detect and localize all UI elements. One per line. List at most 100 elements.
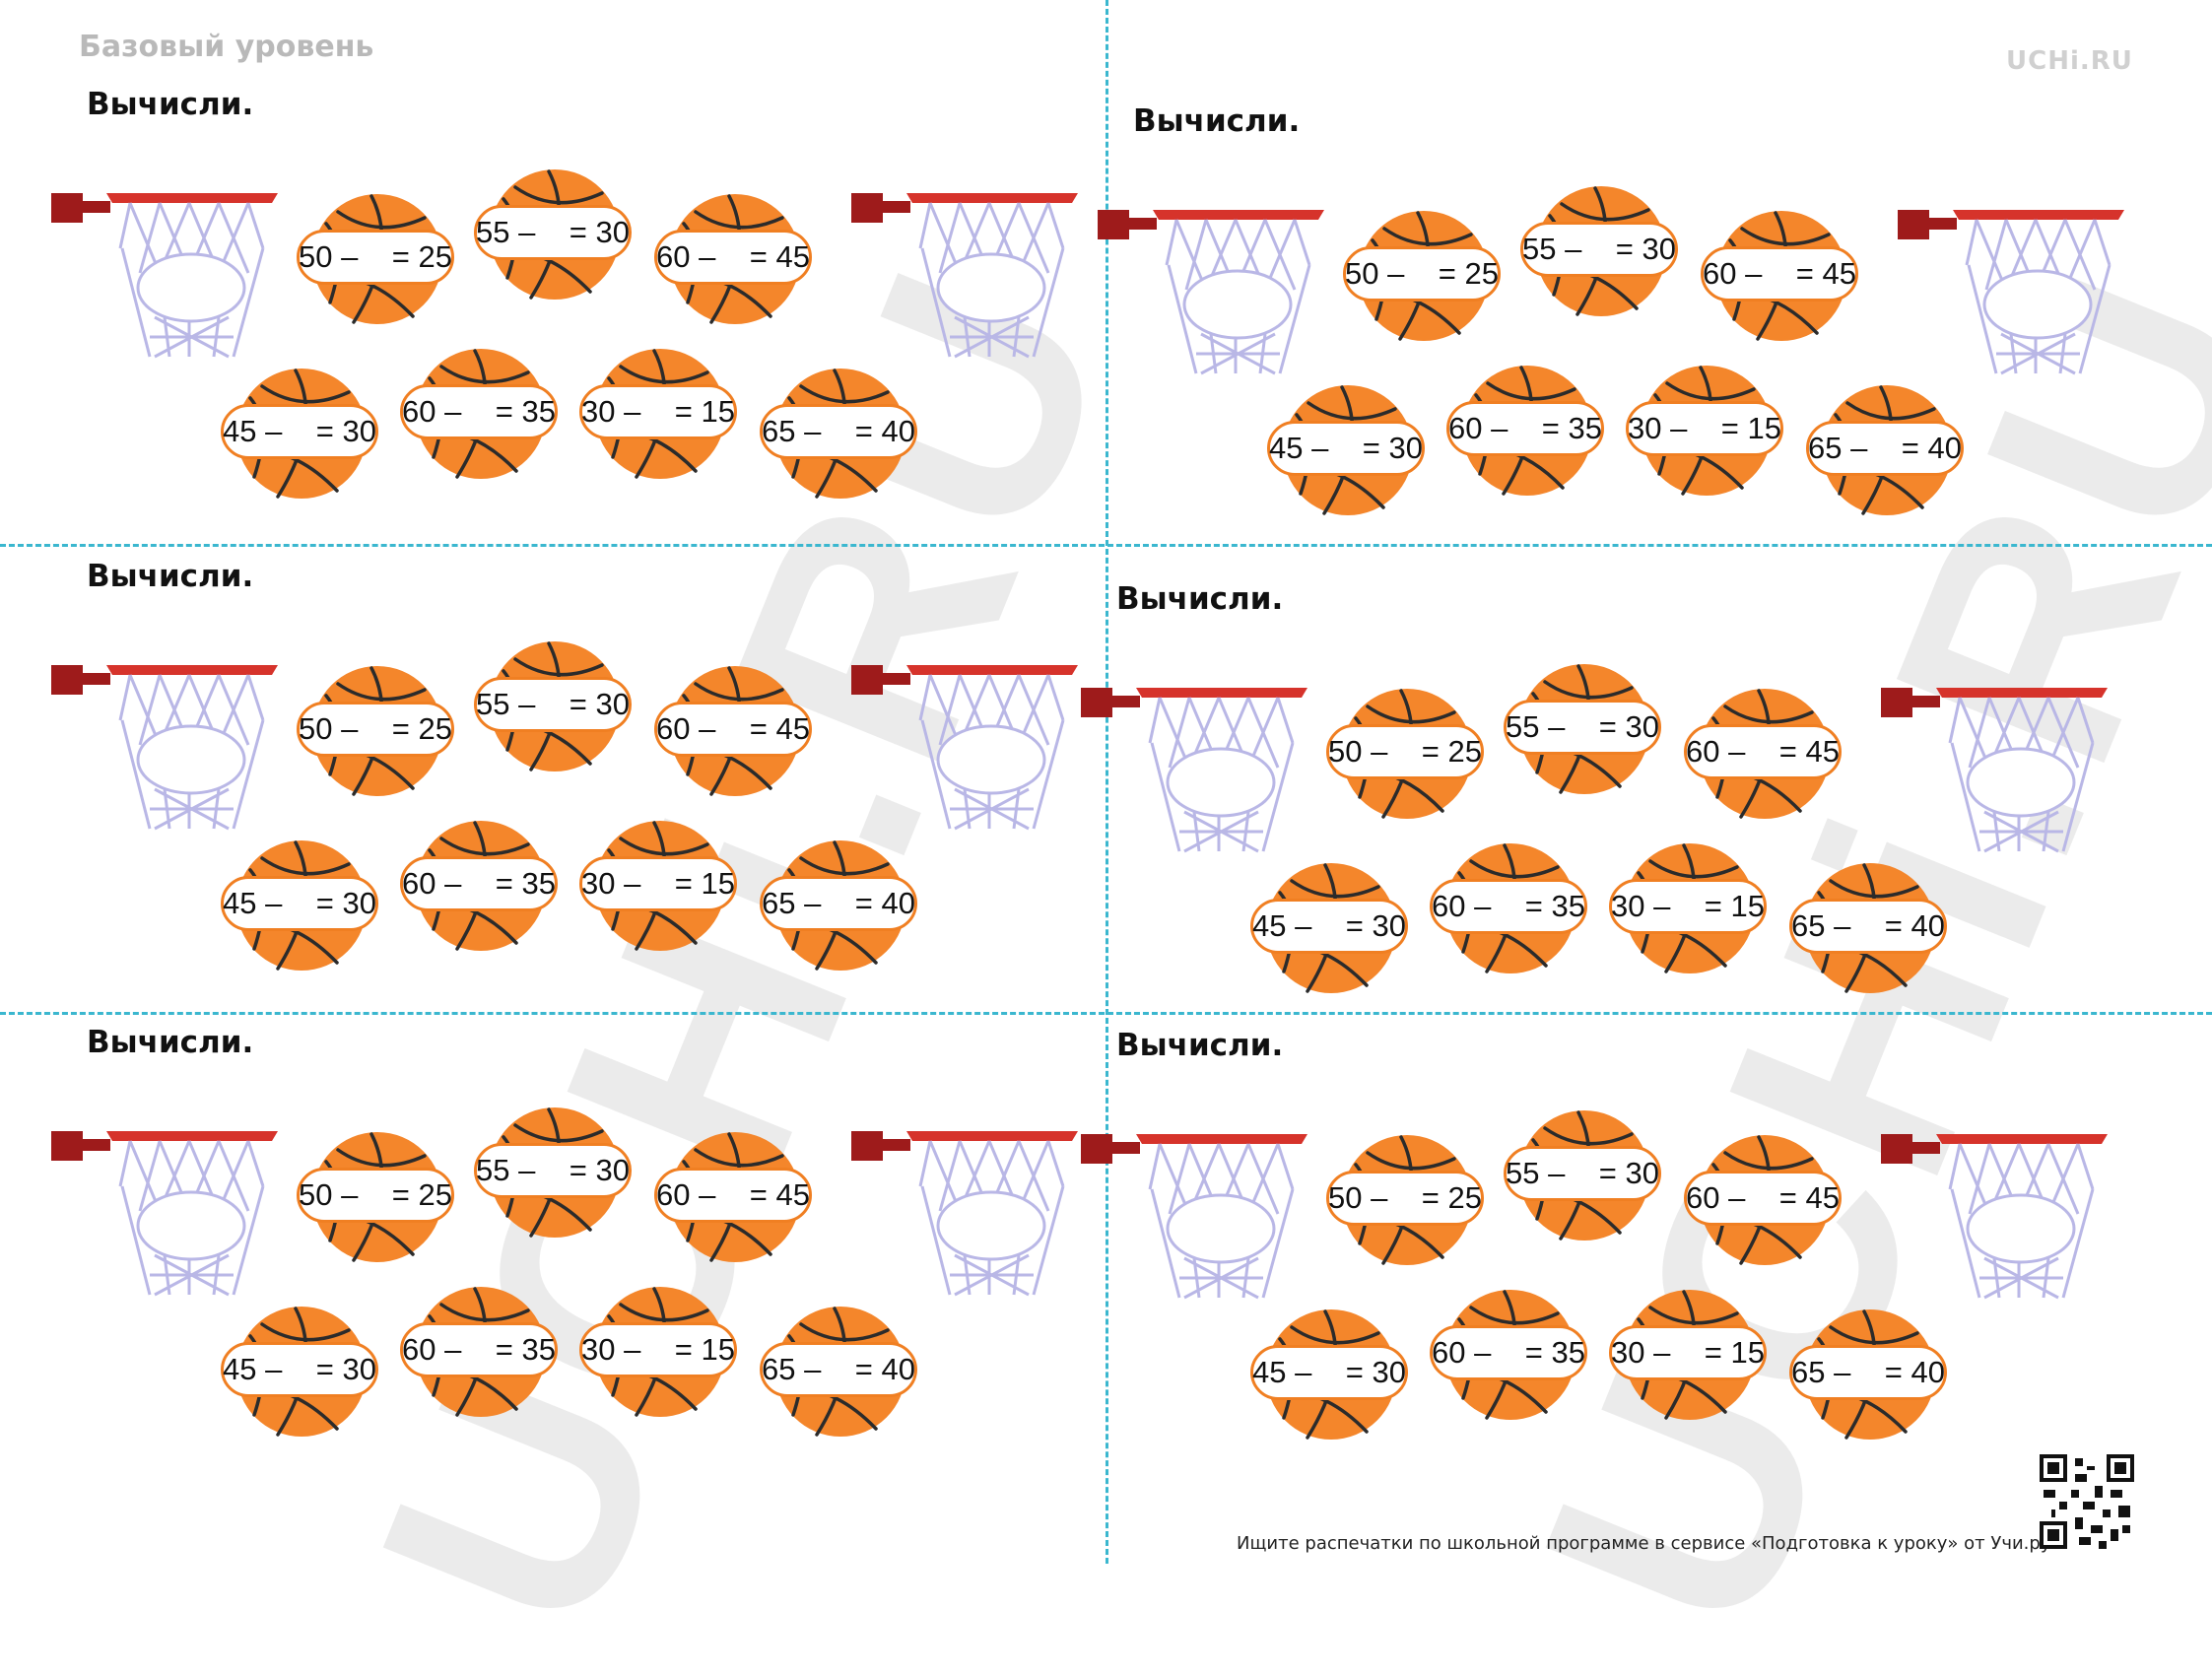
- equation-operator: –: [1474, 1335, 1492, 1370]
- equation-minuend: 55: [1506, 1156, 1540, 1190]
- ball-equation: 60 – = 45: [654, 190, 812, 328]
- equation-minuend: 45: [223, 1352, 257, 1386]
- equation-operator: –: [1491, 411, 1508, 445]
- card-title: Вычисли.: [1116, 581, 1284, 617]
- equation-result: 30: [595, 687, 631, 721]
- equation-answer-field[interactable]: 65 – = 40: [1789, 899, 1947, 954]
- exercise-card: Вычисли.: [1098, 103, 2212, 567]
- ball-equation: 55 – = 30: [1504, 1107, 1661, 1244]
- equation-answer-field[interactable]: 30 – = 15: [1609, 1325, 1767, 1380]
- equation-answer-field[interactable]: 55 – = 30: [474, 205, 632, 260]
- ball-equation: 65 – = 40: [1806, 381, 1964, 519]
- equation-minuend: 65: [1791, 1355, 1826, 1389]
- basketball-hoop-icon: [851, 661, 1088, 838]
- ball-equation: 60 – = 35: [1446, 362, 1604, 500]
- equation-answer-field[interactable]: 65 – = 40: [760, 404, 917, 459]
- ball-equation: 55 – = 30: [474, 1104, 632, 1241]
- equation-answer-field[interactable]: 60 – = 45: [1701, 246, 1858, 302]
- equation-minuend: 65: [762, 886, 796, 920]
- equation-answer-field[interactable]: 50 – = 25: [1343, 246, 1501, 302]
- equation-answer-field[interactable]: 55 – = 30: [1520, 222, 1678, 277]
- equation-answer-field[interactable]: 60 – = 35: [1446, 401, 1604, 456]
- equation-answer-field[interactable]: 50 – = 25: [297, 1168, 454, 1223]
- equation-answer-field[interactable]: 45 – = 30: [221, 1342, 378, 1397]
- ball-equation: 50 – = 25: [1326, 685, 1484, 823]
- equation-answer-field[interactable]: 65 – = 40: [1806, 421, 1964, 476]
- equation-minuend: 30: [1611, 889, 1645, 923]
- ball-equation: 45 – = 30: [1267, 381, 1425, 519]
- equation-answer-field[interactable]: 30 – = 15: [579, 856, 737, 911]
- equation-answer-field[interactable]: 55 – = 30: [1504, 1146, 1661, 1201]
- equation-answer-field[interactable]: 60 – = 35: [1430, 1325, 1587, 1380]
- equation-operator: –: [1295, 908, 1312, 943]
- equation-answer-field[interactable]: 45 – = 30: [221, 876, 378, 931]
- ball-equation: 45 – = 30: [1250, 1306, 1408, 1443]
- basketball-hoop-icon: [1881, 1130, 2117, 1308]
- equation-answer-field[interactable]: 60 – = 35: [400, 1322, 558, 1377]
- equation-operator: –: [1834, 1355, 1851, 1389]
- equation-operator: –: [1834, 908, 1851, 943]
- ball-equation: 45 – = 30: [221, 837, 378, 974]
- equation-answer-field[interactable]: 65 – = 40: [760, 876, 917, 931]
- equation-minuend: 60: [656, 711, 691, 746]
- equation-answer-field[interactable]: 50 – = 25: [297, 702, 454, 757]
- equation-result: 40: [881, 414, 916, 448]
- equation-operator: –: [1295, 1355, 1312, 1389]
- equation-answer-field[interactable]: 60 – = 35: [400, 384, 558, 439]
- ball-equation: 50 – = 25: [297, 662, 454, 800]
- equation-result: 30: [342, 414, 377, 448]
- equation-answer-field[interactable]: 55 – = 30: [1504, 700, 1661, 755]
- equation-answer-field[interactable]: 45 – = 30: [1250, 899, 1408, 954]
- equation-answer-field[interactable]: 45 – = 30: [221, 404, 378, 459]
- ball-equation: 30 – = 15: [579, 1283, 737, 1421]
- equation-minuend: 30: [1628, 411, 1662, 445]
- equation-answer-field[interactable]: 55 – = 30: [474, 677, 632, 732]
- equation-answer-field[interactable]: 60 – = 45: [654, 1168, 812, 1223]
- equation-result: 45: [1822, 256, 1857, 291]
- equation-operator: –: [804, 414, 822, 448]
- cut-line-horizontal-1: [0, 544, 2212, 547]
- brand-logo: UCHi.RU: [2006, 46, 2133, 76]
- equation-answer-field[interactable]: 60 – = 45: [1684, 724, 1842, 779]
- equation-answer-field[interactable]: 30 – = 15: [1626, 401, 1783, 456]
- basketball-hoop-icon: [51, 189, 288, 367]
- ball-equation: 60 – = 45: [654, 1128, 812, 1266]
- equation-minuend: 60: [1432, 1335, 1466, 1370]
- ball-equation: 60 – = 35: [400, 1283, 558, 1421]
- equation-answer-field[interactable]: 50 – = 25: [297, 230, 454, 285]
- ball-equation: 50 – = 25: [297, 1128, 454, 1266]
- basketball-hoop-icon: [1081, 684, 1317, 861]
- equation-minuend: 60: [402, 866, 436, 901]
- equation-answer-field[interactable]: 45 – = 30: [1267, 421, 1425, 476]
- equation-operator: –: [444, 866, 462, 901]
- equation-answer-field[interactable]: 55 – = 30: [474, 1143, 632, 1198]
- equation-answer-field[interactable]: 30 – = 15: [579, 1322, 737, 1377]
- basketball-hoop-icon: [1881, 684, 2117, 861]
- equation-answer-field[interactable]: 50 – = 25: [1326, 1171, 1484, 1226]
- equation-minuend: 60: [1686, 1180, 1720, 1215]
- ball-equation: 60 – = 35: [1430, 1286, 1587, 1424]
- equation-answer-field[interactable]: 30 – = 15: [1609, 879, 1767, 934]
- equation-result: 25: [418, 1177, 453, 1212]
- equation-answer-field[interactable]: 60 – = 35: [400, 856, 558, 911]
- equation-answer-field[interactable]: 60 – = 45: [1684, 1171, 1842, 1226]
- equation-answer-field[interactable]: 60 – = 45: [654, 230, 812, 285]
- equation-operator: –: [1653, 1335, 1671, 1370]
- equation-result: 30: [1625, 1156, 1660, 1190]
- equation-minuend: 45: [1269, 431, 1304, 465]
- equation-minuend: 50: [1328, 734, 1363, 769]
- equation-result: 40: [1927, 431, 1963, 465]
- ball-equation: 55 – = 30: [1520, 182, 1678, 320]
- equation-operator: –: [1371, 734, 1388, 769]
- equation-answer-field[interactable]: 65 – = 40: [760, 1342, 917, 1397]
- equation-answer-field[interactable]: 30 – = 15: [579, 384, 737, 439]
- equation-answer-field[interactable]: 45 – = 30: [1250, 1345, 1408, 1400]
- ball-equation: 65 – = 40: [1789, 859, 1947, 997]
- equation-minuend: 65: [762, 1352, 796, 1386]
- card-title: Вычисли.: [1116, 1028, 1284, 1063]
- equation-answer-field[interactable]: 60 – = 35: [1430, 879, 1587, 934]
- equation-answer-field[interactable]: 60 – = 45: [654, 702, 812, 757]
- equation-answer-field[interactable]: 50 – = 25: [1326, 724, 1484, 779]
- ball-equation: 55 – = 30: [474, 166, 632, 303]
- equation-answer-field[interactable]: 65 – = 40: [1789, 1345, 1947, 1400]
